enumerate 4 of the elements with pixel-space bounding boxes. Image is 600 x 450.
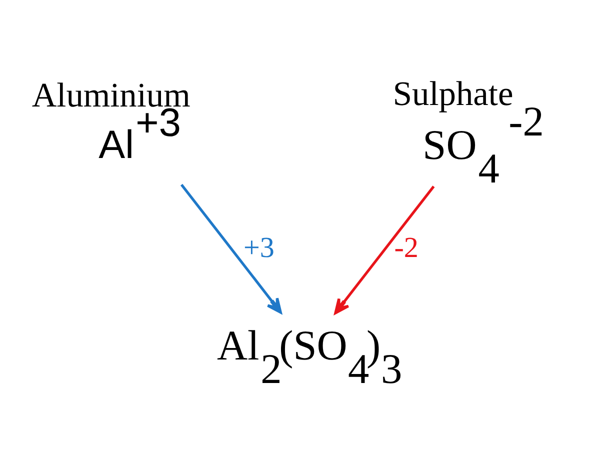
edge-label: -2 xyxy=(394,232,418,264)
edge-label: +3 xyxy=(243,232,274,264)
arrow xyxy=(180,184,282,314)
arrow xyxy=(334,186,435,314)
